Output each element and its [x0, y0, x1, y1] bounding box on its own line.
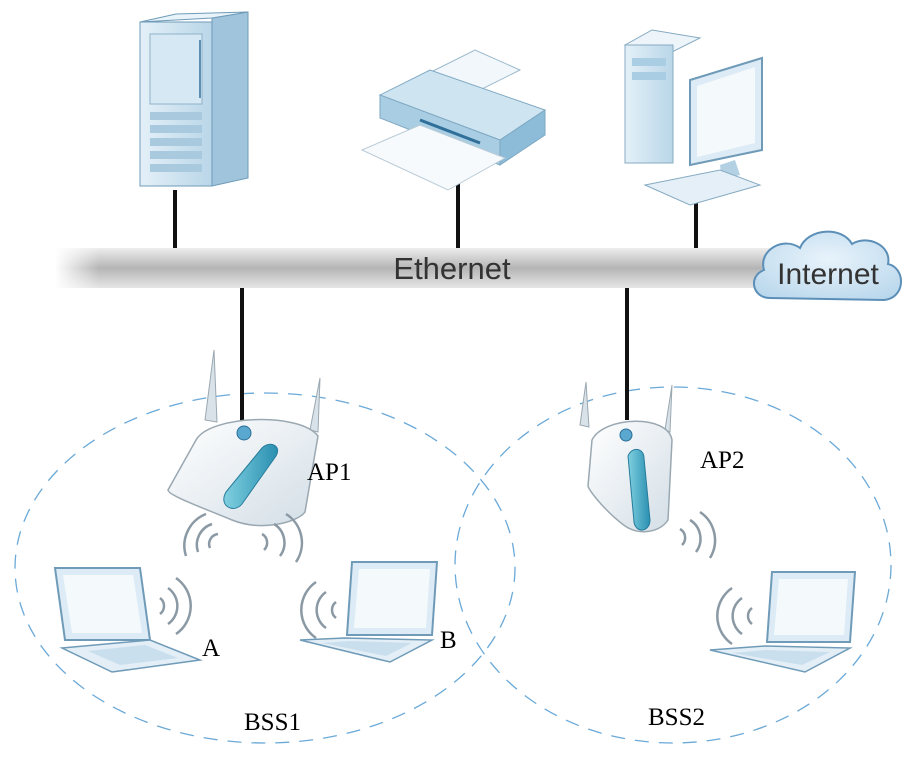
internet-cloud-icon: Internet — [753, 230, 902, 302]
bss2-boundary — [454, 386, 892, 744]
desktop-pc-icon — [623, 29, 763, 206]
laptop-b-icon — [299, 561, 439, 663]
ethernet-bus: Ethernet — [55, 248, 790, 288]
ethernet-label: Ethernet — [393, 251, 511, 286]
bss1-boundary — [14, 392, 516, 744]
bss2-label: BSS2 — [648, 704, 705, 731]
ap2-label: AP2 — [700, 447, 744, 474]
ap1-label: AP1 — [307, 459, 351, 486]
access-point-1-icon — [167, 349, 321, 563]
laptop-a-icon — [53, 567, 203, 673]
client-b-label: B — [440, 627, 457, 654]
internet-label: Internet — [777, 258, 879, 291]
access-point-2-icon — [579, 381, 717, 559]
bss1-label: BSS1 — [244, 709, 301, 736]
laptop-bss2-icon — [709, 571, 857, 673]
printer-icon — [360, 49, 547, 191]
server-icon — [139, 11, 249, 187]
client-a-label: A — [202, 635, 220, 662]
